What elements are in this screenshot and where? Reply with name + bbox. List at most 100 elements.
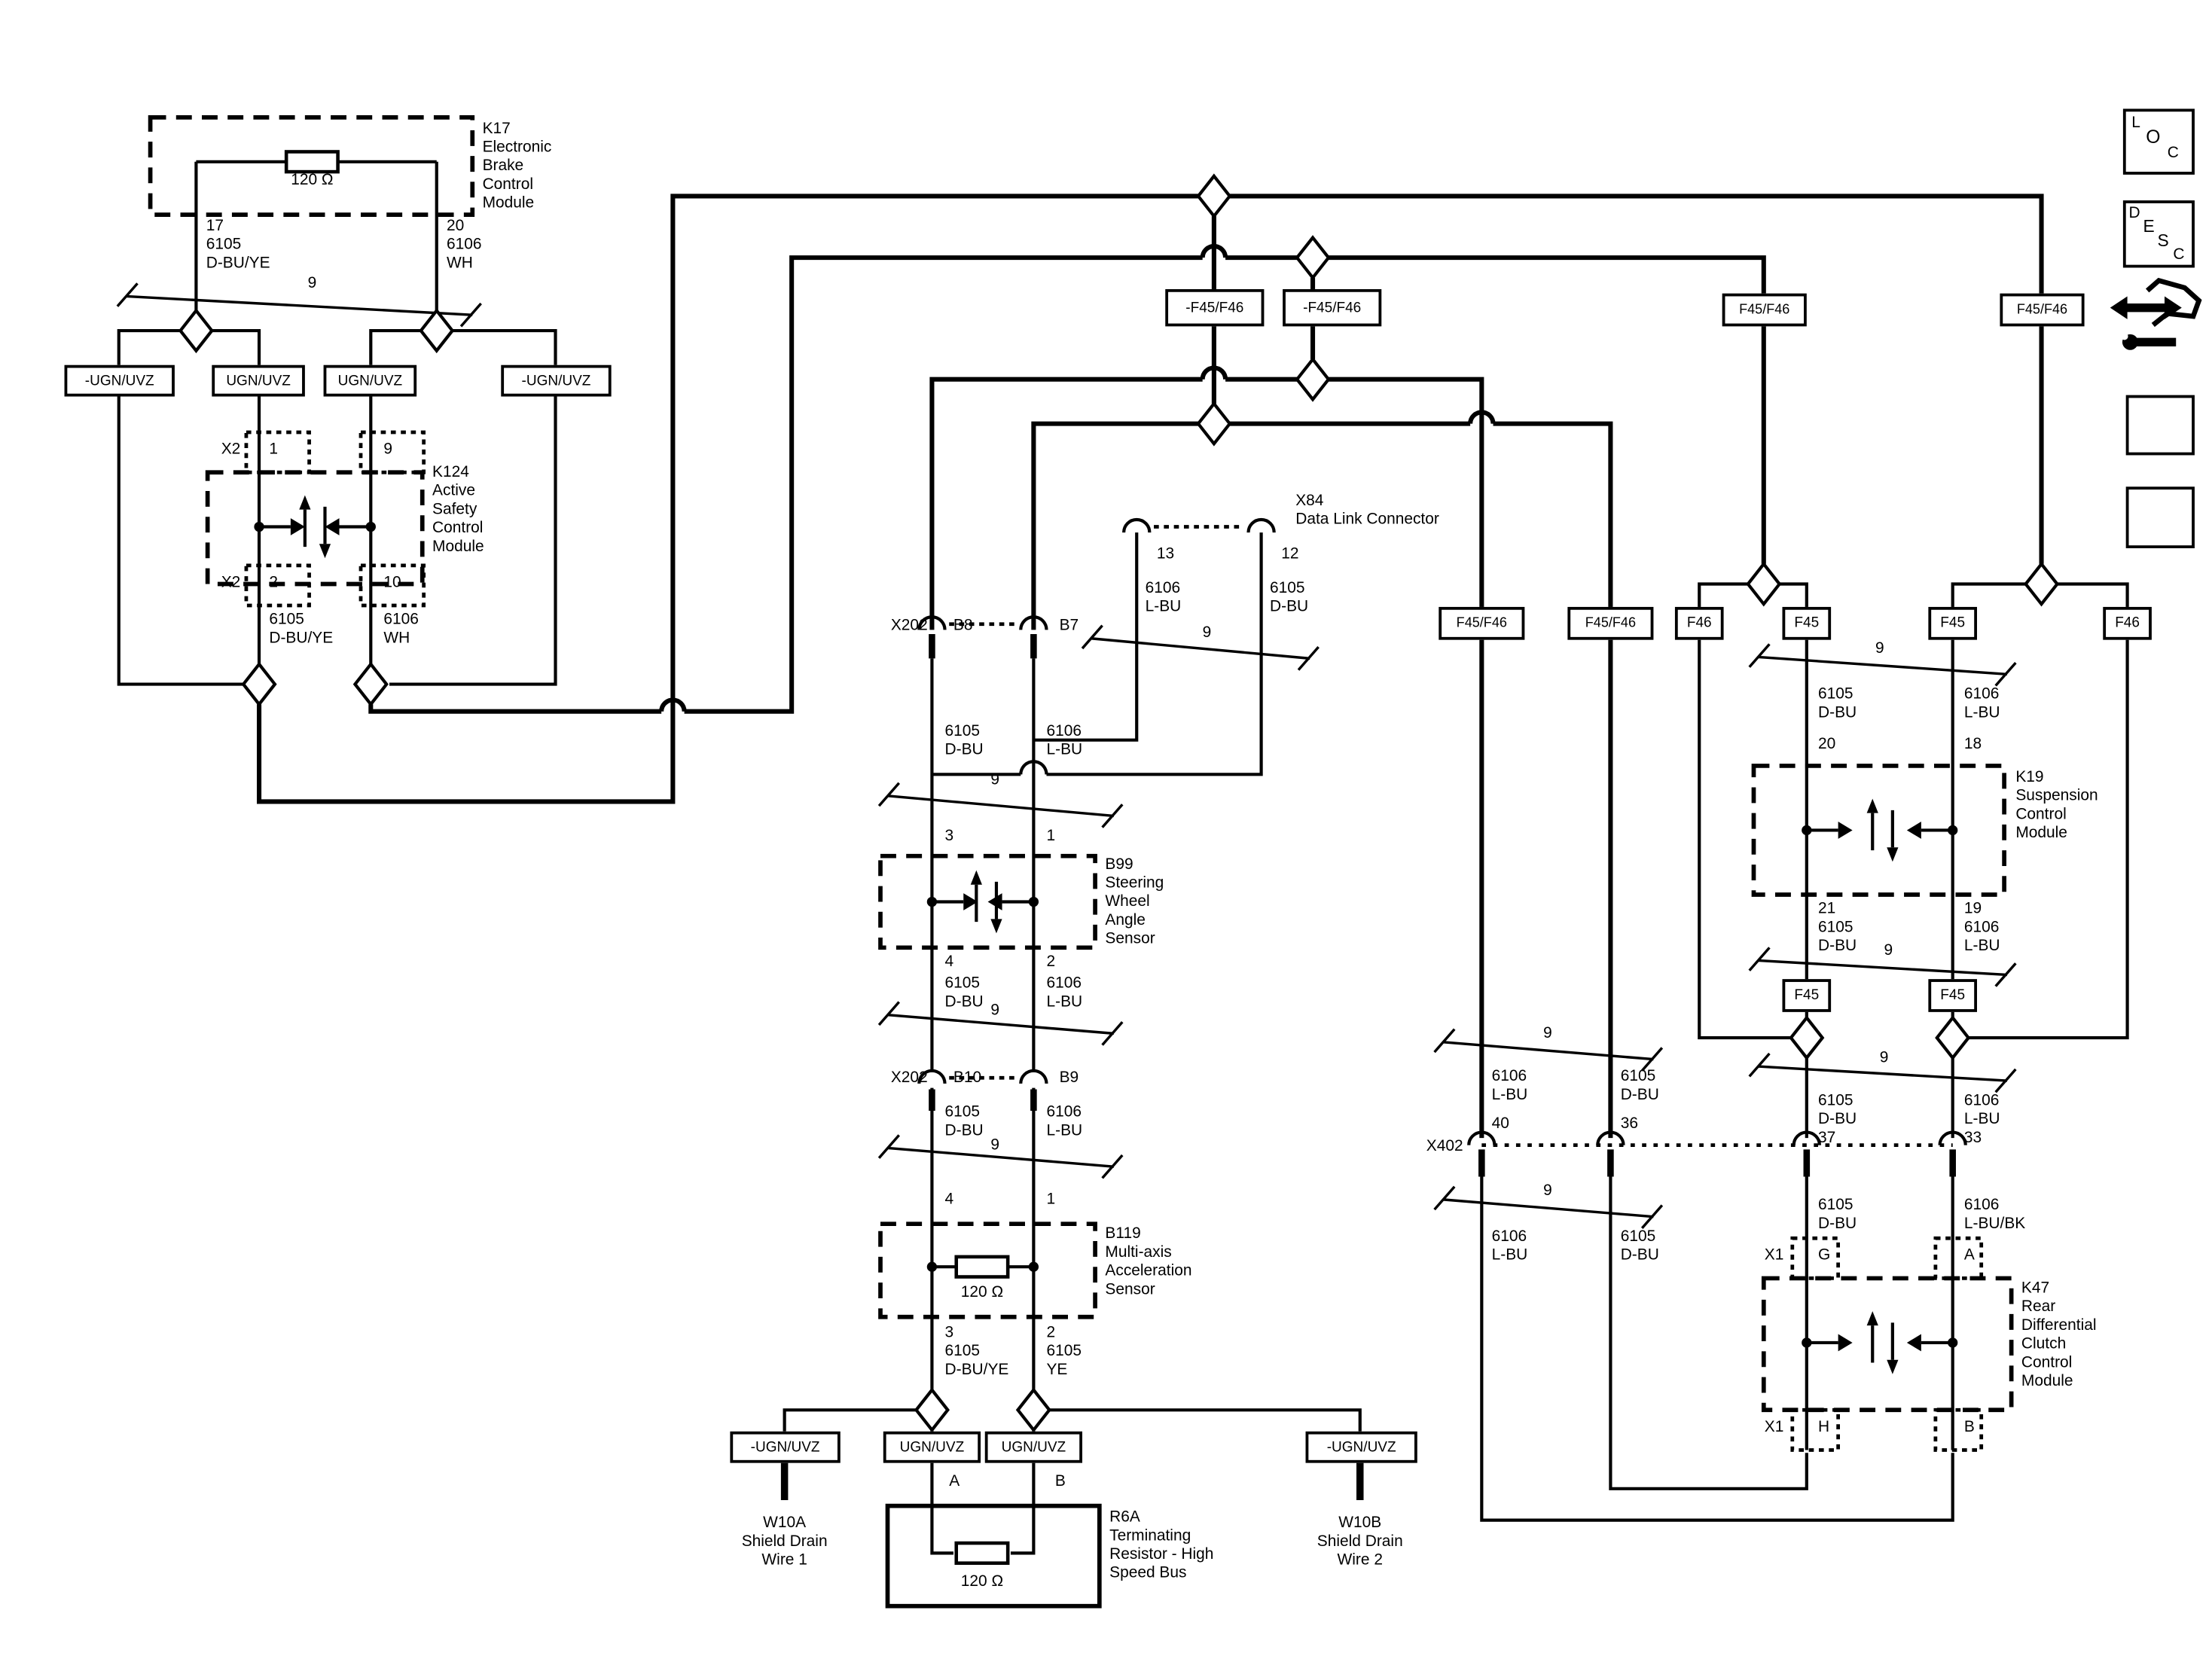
r6a-resistor xyxy=(954,1541,1010,1565)
b99-outline xyxy=(878,853,1097,950)
legend-arrow-left-box[interactable] xyxy=(2125,486,2195,549)
w10a-name-1: Shield Drain xyxy=(741,1532,828,1551)
k17-wire-6106: 6106 xyxy=(447,236,482,254)
r6a-name-3: Speed Bus xyxy=(1109,1564,1187,1582)
x84-id: X84 xyxy=(1295,492,1324,510)
k47-name-2: Differential xyxy=(2021,1316,2097,1334)
k124-pin-9: 9 xyxy=(383,441,393,459)
r6a-pin-a: A xyxy=(949,1472,960,1490)
k47-wire-color-a: D-BU xyxy=(1818,1215,1857,1233)
x402-wire-color-b: D-BU xyxy=(1620,1086,1659,1104)
legend-loc-c: C xyxy=(2167,144,2179,162)
r6a-box xyxy=(885,1503,1102,1609)
fuse-ref-mid-2: F45/F46 xyxy=(1567,606,1654,640)
r6a-id: R6A xyxy=(1109,1508,1140,1526)
k47-name-5: Module xyxy=(2021,1372,2073,1390)
k19-wire-color-d: L-BU xyxy=(1963,938,2000,955)
b119-name-1: Multi-axis xyxy=(1105,1243,1172,1261)
w10a-name-2: Wire 1 xyxy=(761,1551,807,1569)
k19-pin-21: 21 xyxy=(1818,900,1836,918)
mid-wire-6105-b: 6105 xyxy=(944,974,981,993)
k124-name-2: Safety xyxy=(432,501,477,519)
x402-wire-color-c: L-BU xyxy=(1491,1246,1528,1264)
k47-id: K47 xyxy=(2021,1279,2050,1298)
k124-pin-1: 1 xyxy=(269,441,278,459)
fuse-ref-topright-1: F45/F46 xyxy=(1722,293,1807,327)
k19-wire-6106-b: 6106 xyxy=(1963,919,2000,937)
k47-x1-bottom: X1 xyxy=(1764,1418,1784,1436)
legend-desc-e: E xyxy=(2143,216,2155,236)
w10a-id: W10A xyxy=(763,1514,807,1532)
k124-name-1: Active xyxy=(432,482,476,500)
k19-id: K19 xyxy=(2015,768,2044,786)
k19-name-1: Suspension xyxy=(2015,787,2098,805)
x402-wire-color-a: L-BU xyxy=(1491,1086,1528,1104)
k19-wire-color-c: D-BU xyxy=(1818,938,1857,955)
mid-wire-6105-c: 6105 xyxy=(944,1103,981,1121)
mid-wire-6105-e: 6105 xyxy=(1046,1342,1082,1360)
k19-name-3: Module xyxy=(2015,824,2067,842)
ground-ref-top-1: -UGN/UVZ xyxy=(64,364,175,397)
b119-resistor-value: 120 Ω xyxy=(960,1284,1004,1301)
k124-x2-bottom: X2 xyxy=(221,574,241,592)
k47-name-4: Control xyxy=(2021,1354,2073,1371)
fuse-ref-f45-left: F45 xyxy=(1782,606,1832,640)
twist-count-k19-bottom: 9 xyxy=(1884,941,1893,959)
b99-name-3: Angle xyxy=(1105,911,1146,929)
b119-pin-3: 3 xyxy=(944,1324,954,1342)
legend-desc-d: D xyxy=(2128,204,2140,222)
k124-wire-6106: 6106 xyxy=(383,611,419,629)
k47-pin-b: B xyxy=(1963,1418,1975,1436)
harness-wrench-icon[interactable] xyxy=(2110,277,2202,350)
fuse-ref-mid-1: F45/F46 xyxy=(1439,606,1525,640)
twist-count-k17: 9 xyxy=(307,274,317,292)
legend-loc-box[interactable] xyxy=(2122,108,2195,175)
b99-pin-2: 2 xyxy=(1046,953,1056,971)
fuse-ref-neg-1: -F45/F46 xyxy=(1165,288,1265,327)
mid-wire-color-e: D-BU xyxy=(944,1122,984,1140)
legend-desc-s: S xyxy=(2157,230,2169,251)
k17-name-1: Electronic xyxy=(482,139,552,157)
x84-wire-6106: 6106 xyxy=(1145,579,1181,597)
k124-wire-color-1: D-BU/YE xyxy=(269,630,334,648)
k124-name-3: Control xyxy=(432,519,484,537)
x202-row2-id: X202 xyxy=(890,1069,928,1087)
k17-wire-color-2: WH xyxy=(447,255,473,273)
k47-wire-6105: 6105 xyxy=(1818,1197,1854,1214)
b119-pin-1: 1 xyxy=(1046,1191,1056,1209)
wires-x84-x202 xyxy=(783,517,1362,1555)
k19-wire-6105-a: 6105 xyxy=(1818,685,1854,703)
mid-wire-color-b: L-BU xyxy=(1046,741,1083,759)
b99-name-1: Steering xyxy=(1105,874,1164,892)
junctions-and-arrows xyxy=(254,495,1958,1374)
b119-name-2: Acceleration xyxy=(1105,1262,1192,1280)
b99-id: B99 xyxy=(1105,855,1133,874)
legend-arrow-right-box[interactable] xyxy=(2125,395,2195,456)
k47-pin-g: G xyxy=(1818,1246,1831,1264)
mid-wire-6106-b: 6106 xyxy=(1046,974,1082,993)
x402-wire-6105-below: 6105 xyxy=(1620,1228,1656,1246)
x402-wire-color-d: D-BU xyxy=(1620,1246,1659,1264)
k47-name-1: Rear xyxy=(2021,1298,2056,1316)
fuse-ref-neg-2: -F45/F46 xyxy=(1283,288,1382,327)
x84-name: Data Link Connector xyxy=(1295,511,1439,529)
x402-wire-6106-above: 6106 xyxy=(1491,1067,1527,1085)
k124-pin-2: 2 xyxy=(269,574,278,592)
ground-ref-top-3: UGN/UVZ xyxy=(323,364,417,397)
ground-ref-bottom-1: -UGN/UVZ xyxy=(730,1431,841,1463)
x402-wire-6105-above: 6105 xyxy=(1620,1067,1656,1085)
w10b-name-1: Shield Drain xyxy=(1317,1532,1403,1551)
k19-wire-6106-a: 6106 xyxy=(1963,685,2000,703)
x202-pin-b7: B7 xyxy=(1059,617,1079,635)
b99-pin-3: 3 xyxy=(944,827,954,845)
legend-loc-o: O xyxy=(2146,126,2161,148)
mid-wire-6105-d: 6105 xyxy=(944,1342,981,1360)
k47-x1-top: X1 xyxy=(1764,1246,1784,1264)
k124-wire-color-2: WH xyxy=(383,630,410,648)
k19-wire-color-a: D-BU xyxy=(1818,704,1857,722)
x402-pin-37: 37 xyxy=(1818,1129,1836,1147)
k47-outline xyxy=(1761,1276,2014,1413)
legend-desc-box[interactable] xyxy=(2122,200,2195,268)
